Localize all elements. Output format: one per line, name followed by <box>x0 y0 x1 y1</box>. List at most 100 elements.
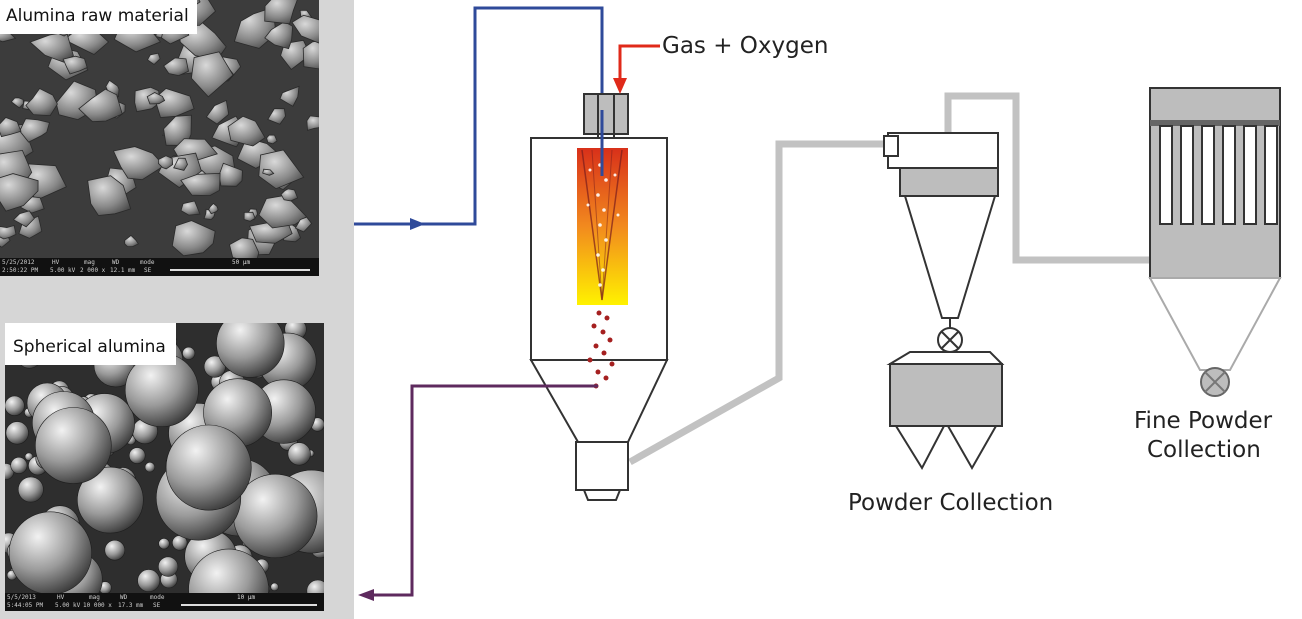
product-output-line <box>372 384 598 597</box>
sph-mag: 10 000 x <box>83 602 112 609</box>
alumina-sphere <box>17 476 44 503</box>
rock-particle <box>279 85 300 107</box>
rock-particle <box>112 146 165 181</box>
raw-hv: 5.00 kV <box>50 267 76 274</box>
fine-powder-label-line1: Fine Powder <box>1134 408 1273 434</box>
rock-particle <box>280 188 299 202</box>
sph-mag-label: mag <box>89 594 100 601</box>
feed-line <box>354 6 604 226</box>
rock-particle <box>205 99 230 125</box>
rock-particle <box>267 108 286 125</box>
alumina-sphere <box>10 456 28 474</box>
alumina-sphere <box>77 466 144 534</box>
rock-particle <box>302 40 319 70</box>
alumina-sphere <box>144 461 156 473</box>
powder-collection-label: Powder Collection <box>848 490 1054 516</box>
sph-hv: 5.00 kV <box>55 602 81 609</box>
sph-mode-label: mode <box>150 594 165 601</box>
rock-particle <box>87 175 132 216</box>
rock-particle <box>105 79 120 98</box>
rock-particle <box>180 172 221 197</box>
alumina-sphere <box>165 424 252 511</box>
rock-particle <box>258 149 305 190</box>
sph-hv-label: HV <box>57 594 65 601</box>
fine-powder-label-line2: Collection <box>1147 437 1261 463</box>
cyclone-separator <box>883 132 999 353</box>
rock-particle <box>19 118 51 143</box>
alumina-sphere <box>24 452 34 461</box>
raw-wd: 12.1 mm <box>110 267 136 274</box>
gas-oxygen-line <box>618 44 660 80</box>
sph-date: 5/5/2013 <box>7 594 36 601</box>
rock-particle <box>266 134 278 145</box>
rock-particle <box>146 52 161 66</box>
rock-particle <box>208 202 219 215</box>
rock-particle <box>243 211 256 222</box>
process-schematic <box>354 6 1282 601</box>
rock-particle <box>78 88 123 123</box>
rock-particle <box>190 51 234 98</box>
raw-time: 2:50:22 PM <box>2 267 39 274</box>
alumina-sphere <box>158 538 170 550</box>
alumina-sphere <box>5 395 25 416</box>
sph-wd-label: WD <box>120 594 128 601</box>
rock-particle <box>171 220 216 257</box>
rock-particle <box>157 155 174 170</box>
rock-particle <box>306 115 319 131</box>
raw-hv-label: HV <box>52 259 60 266</box>
product-output-arrow-icon <box>358 589 374 601</box>
rock-particle <box>18 215 43 239</box>
raw-alumina-sem-image: Alumina raw material 5/25/2012 2:50:22 P… <box>0 0 319 276</box>
alumina-sphere <box>270 582 279 592</box>
rock-particle <box>294 216 313 233</box>
alumina-sphere <box>182 346 196 360</box>
raw-mag: 2 000 x <box>80 267 106 274</box>
rock-particle <box>146 92 166 105</box>
rock-particle <box>291 14 319 44</box>
raw-alumina-label: Alumina raw material <box>0 0 197 34</box>
rock-particle <box>0 117 22 138</box>
alumina-sphere <box>128 447 146 464</box>
sph-scale-bar <box>181 604 317 606</box>
rock-particle <box>262 168 275 176</box>
rock-particle <box>0 173 39 212</box>
rock-particle <box>173 157 188 171</box>
raw-mag-label: mag <box>84 259 95 266</box>
rock-particle <box>180 200 201 216</box>
pipe-cyclone-to-filter <box>944 92 1149 264</box>
burner-head <box>583 93 629 135</box>
rock-particle <box>124 234 139 248</box>
alumina-sphere <box>158 556 179 577</box>
sph-time: 5:44:05 PM <box>7 602 44 609</box>
alumina-sphere <box>287 442 311 466</box>
pipe-reactor-to-cyclone <box>628 140 888 466</box>
rock-particle <box>10 97 25 109</box>
raw-sem-databar: 5/25/2012 2:50:22 PM HV 5.00 kV mag 2 00… <box>0 258 319 276</box>
gas-oxygen-label: Gas + Oxygen <box>662 33 829 59</box>
rock-particle <box>62 55 88 75</box>
process-diagram: Gas + Oxygen Powder Collection Fine Powd… <box>354 0 1302 619</box>
raw-scale-text: 50 μm <box>232 259 251 266</box>
fine-powder-filter <box>1148 87 1282 397</box>
sem-images-panel: Alumina raw material 5/25/2012 2:50:22 P… <box>0 0 354 619</box>
sph-wd: 17.3 mm <box>118 602 144 609</box>
flame <box>577 148 628 305</box>
spherical-alumina-label: Spherical alumina <box>5 323 176 365</box>
powder-collection-bin <box>886 351 1005 471</box>
rock-particle <box>163 57 189 77</box>
rock-particle <box>264 21 294 50</box>
spherical-alumina-sem-image: Spherical alumina 5/5/2013 5:44:05 PM HV… <box>5 323 324 611</box>
alumina-sphere <box>216 323 285 378</box>
spherical-sem-databar: 5/5/2013 5:44:05 PM HV 5.00 kV mag 10 00… <box>5 593 324 611</box>
alumina-sphere <box>137 569 161 593</box>
reactor-outlet <box>575 441 629 491</box>
rock-particle <box>227 115 266 147</box>
raw-date: 5/25/2012 <box>2 259 35 266</box>
rock-particle <box>258 194 308 229</box>
alumina-sphere <box>8 511 93 595</box>
raw-mode: SE <box>144 267 152 274</box>
rock-particle <box>0 224 17 240</box>
raw-alumina-texture <box>0 0 319 276</box>
raw-wd-label: WD <box>112 259 120 266</box>
feed-arrow-icon <box>410 218 425 230</box>
